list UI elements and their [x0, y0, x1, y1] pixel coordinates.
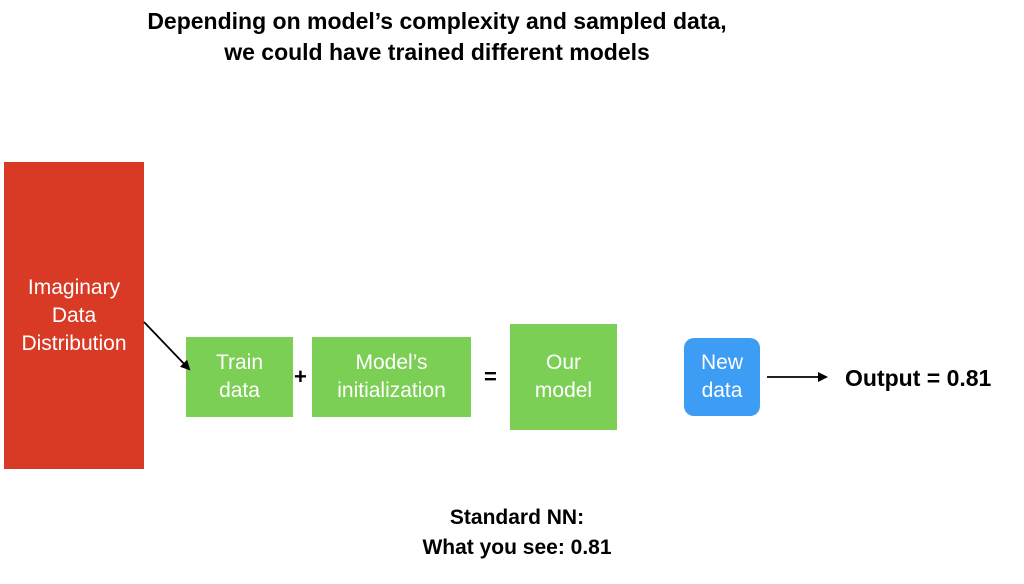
train-data-box: Train data [186, 337, 293, 417]
distribution-label-line-2: Data [51, 303, 97, 327]
new-data-label-line-2: data [701, 379, 743, 402]
distribution-label-line-3: Distribution [21, 331, 127, 355]
new-data-box: New data [684, 338, 760, 416]
initialization-label-line-1: Model’s [355, 351, 428, 374]
initialization-label-line-2: initialization [337, 379, 446, 402]
caption-line-1: Standard NN: [449, 506, 585, 529]
output-label: Output = 0.81 [845, 365, 992, 391]
train-data-label-line-2: data [219, 379, 260, 402]
caption-line-2: What you see: 0.81 [422, 536, 612, 559]
plus-operator: + [294, 364, 307, 389]
new-data-label-line-1: New [700, 351, 743, 374]
model-initialization-box: Model’s initialization [312, 337, 471, 417]
distribution-to-train-arrow [143, 321, 191, 371]
diagram-title-line-2: we could have trained different models [224, 39, 650, 65]
distribution-label-line-1: Imaginary [27, 275, 121, 299]
our-model-label-line-2: model [534, 379, 593, 402]
equals-operator: = [484, 364, 497, 389]
diagram-title-line-1: Depending on model’s complexity and samp… [147, 8, 727, 34]
imaginary-data-distribution-box: Imaginary Data Distribution [4, 162, 144, 469]
our-model-box: Our model [510, 324, 617, 430]
our-model-label-line-1: Our [545, 351, 581, 374]
train-data-label-line-1: Train [215, 351, 264, 374]
